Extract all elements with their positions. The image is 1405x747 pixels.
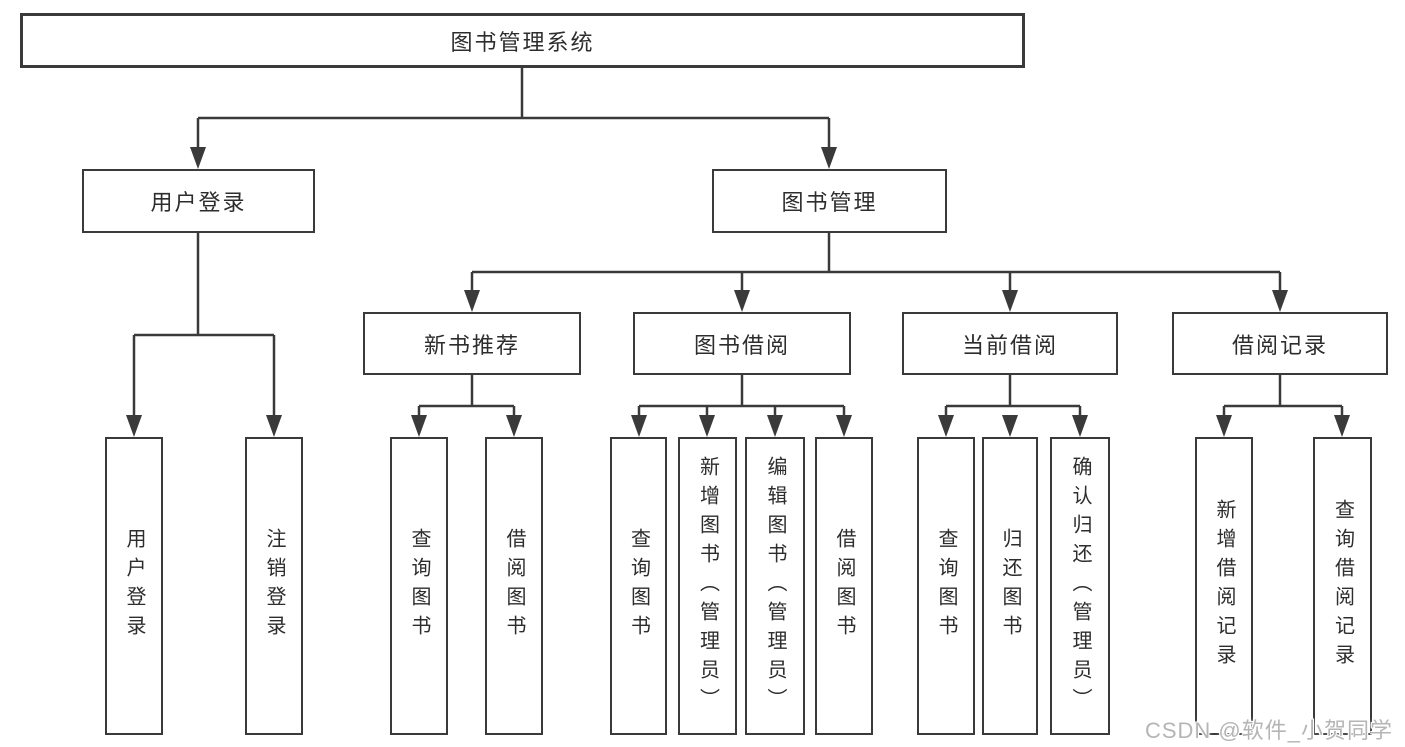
node-leaf-cur-return-books: 归还图书 bbox=[982, 437, 1038, 735]
node-leaf-rec-borrow-books: 借阅图书 bbox=[485, 437, 543, 735]
node-leaf-logout: 注销登录 bbox=[245, 437, 303, 735]
watermark: CSDN @软件_小贺同学 bbox=[1144, 718, 1393, 743]
node-leaf-bor-add-books-admin: 新增图书（管理员） bbox=[678, 437, 737, 735]
node-leaf-query-borrow-record: 查询借阅记录 bbox=[1313, 437, 1372, 735]
node-leaf-user-login: 用户登录 bbox=[105, 437, 163, 735]
node-user-login: 用户登录 bbox=[82, 169, 315, 233]
node-book-management: 图书管理 bbox=[712, 169, 947, 233]
node-leaf-cur-confirm-return-admin: 确认归还（管理员） bbox=[1050, 437, 1110, 735]
node-leaf-add-borrow-record: 新增借阅记录 bbox=[1195, 437, 1253, 735]
node-leaf-bor-borrow-books: 借阅图书 bbox=[815, 437, 873, 735]
node-leaf-bor-edit-books-admin: 编辑图书（管理员） bbox=[745, 437, 805, 735]
node-current-borrowing: 当前借阅 bbox=[902, 312, 1118, 375]
node-leaf-rec-query-books: 查询图书 bbox=[390, 437, 448, 735]
node-leaf-bor-query-books: 查询图书 bbox=[610, 437, 667, 735]
node-leaf-cur-query-books: 查询图书 bbox=[917, 437, 975, 735]
node-borrowing-records: 借阅记录 bbox=[1172, 312, 1388, 375]
node-book-borrowing: 图书借阅 bbox=[633, 312, 851, 375]
node-root: 图书管理系统 bbox=[20, 13, 1025, 68]
node-new-book-recommendation: 新书推荐 bbox=[363, 312, 581, 375]
